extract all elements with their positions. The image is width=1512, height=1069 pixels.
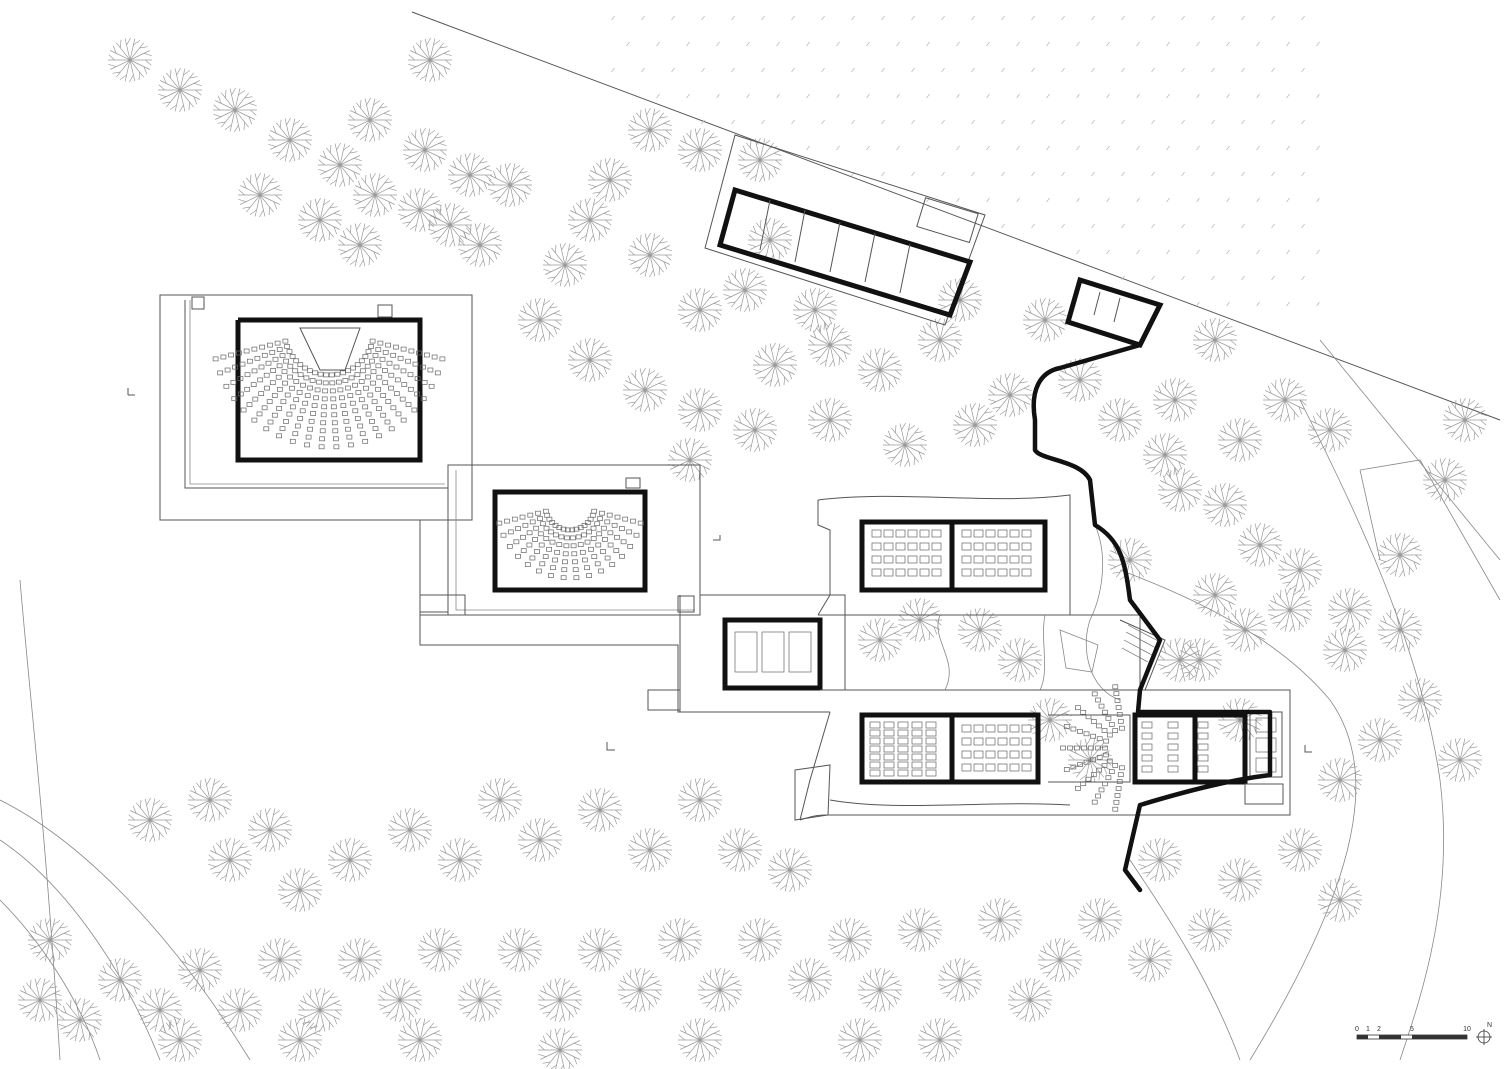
scale-tick-1: 1 [1366, 1026, 1370, 1033]
scale-tick-5: 5 [1410, 1026, 1414, 1033]
building-parking [722, 617, 823, 691]
building-large-auditorium [159, 294, 473, 613]
corridor [419, 594, 846, 713]
building-top-dormitory [704, 134, 986, 326]
building-small-auditorium [419, 464, 701, 616]
section-markers [127, 388, 1312, 753]
walkway [1031, 342, 1273, 893]
building-upper-classrooms [817, 494, 1071, 616]
building-lower-classrooms [794, 684, 1291, 821]
north-arrow-icon: N [1476, 1022, 1492, 1045]
scale-tick-10: 10 [1463, 1026, 1471, 1033]
scale-tick-2: 2 [1377, 1026, 1381, 1033]
terrain-lines [0, 11, 1501, 1061]
trees [18, 37, 1487, 1069]
grass-texture [611, 15, 1320, 307]
building-top-small [1064, 276, 1164, 349]
north-label: N [1487, 1022, 1492, 1029]
scale-tick-0: 0 [1355, 1026, 1359, 1033]
scale-bar: 0 1 2 5 10 [1355, 1026, 1471, 1040]
